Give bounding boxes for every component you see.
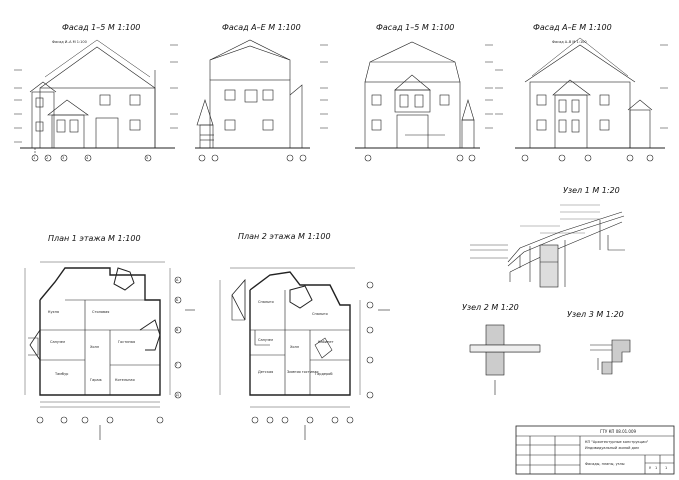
facade-2-title: Фасад А–Е М 1:100 — [222, 23, 301, 32]
plan-1-title: План 1 этажа М 1:100 — [48, 234, 141, 243]
plan-2-room: Зимняя гостиная — [287, 370, 319, 374]
plan-2-title: План 2 этажа М 1:100 — [238, 232, 331, 241]
plan-2-dimensions — [219, 267, 361, 408]
node-3-drawing — [590, 339, 631, 375]
axis-label: В — [176, 328, 179, 332]
facade-4-drawing — [515, 37, 665, 149]
facade-4-subtitle: Фасад А–В М 1:100 — [552, 40, 587, 44]
facade-3-title: Фасад 1–5 М 1:100 — [376, 23, 455, 32]
axis-label: 1 — [33, 156, 36, 160]
plan-2-room: Спальня — [258, 300, 274, 304]
plan-2-room: Гардероб — [315, 372, 333, 376]
plan-2-room: Кабинет — [318, 340, 334, 344]
plan-1-room: Холл — [90, 345, 100, 349]
plan-1-room: Санузел — [50, 340, 66, 344]
plan-1-dimensions — [24, 261, 171, 408]
facade-4-axes — [521, 154, 654, 162]
plan-1-room: Гараж — [90, 378, 102, 382]
facade-1-drawing — [20, 39, 175, 149]
facade-3-levels — [485, 44, 493, 129]
plan-1-room: Кухня — [48, 310, 60, 314]
title-block — [515, 425, 675, 475]
facade-1-subtitle: Фасад И–А М 1:100 — [52, 40, 87, 44]
node-2-title: Узел 2 М 1:20 — [462, 303, 519, 312]
facade-4-levels — [495, 44, 668, 129]
axis-label: 3 — [62, 156, 65, 160]
plan-2-room: Спальня — [312, 312, 328, 316]
node-3-title: Узел 3 М 1:20 — [567, 310, 624, 319]
facade-4-title: Фасад А–Е М 1:100 — [533, 23, 612, 32]
plan-1-room: Тамбур — [55, 372, 69, 376]
plan-2-axes — [251, 281, 390, 440]
node-2-drawing — [469, 324, 541, 395]
axis-label: А — [176, 278, 179, 282]
facade-2-axes — [198, 154, 307, 162]
axis-label: 5 — [146, 156, 149, 160]
stamp-title: Фасады, планы, узлы — [585, 462, 625, 466]
plan-1-room: Столовая — [92, 310, 110, 314]
stamp-stage: У — [649, 466, 652, 470]
plan-2-drawing — [231, 271, 351, 396]
facade-2-levels — [320, 44, 328, 129]
stamp-org: КП "Архитектурные конструкции" — [585, 440, 649, 444]
node-1-title: Узел 1 М 1:20 — [563, 186, 620, 195]
axis-label: Б — [176, 298, 179, 302]
facade-1-axes — [31, 148, 152, 162]
plan-1-drawing — [28, 267, 161, 396]
plan-1-axes — [36, 276, 195, 440]
facade-1-levels — [14, 44, 178, 143]
facade-3-axes — [364, 154, 476, 162]
stamp-sheet: 1 — [655, 466, 658, 470]
plan-2-room: Детская — [258, 370, 274, 374]
axis-label: 2 — [46, 156, 49, 160]
axis-label: Г — [176, 363, 179, 367]
axis-label: Д — [176, 393, 179, 397]
plan-1-room: Котельная — [115, 378, 135, 382]
stamp-project: Индивидуальный жилой дом — [585, 446, 639, 450]
facade-1-title: Фасад 1–5 М 1:100 — [62, 23, 141, 32]
plan-2-room: Холл — [290, 345, 300, 349]
stamp-code: ГТУ КП 08.01.009 — [600, 429, 637, 434]
stamp-sheets: 1 — [665, 466, 668, 470]
facade-2-drawing — [195, 39, 310, 149]
axis-label: 4 — [86, 156, 89, 160]
facade-3-drawing — [355, 41, 480, 149]
node-1-drawing — [470, 204, 625, 288]
plan-1-room: Гостиная — [118, 340, 136, 344]
plan-2-room: Санузел — [258, 338, 274, 342]
